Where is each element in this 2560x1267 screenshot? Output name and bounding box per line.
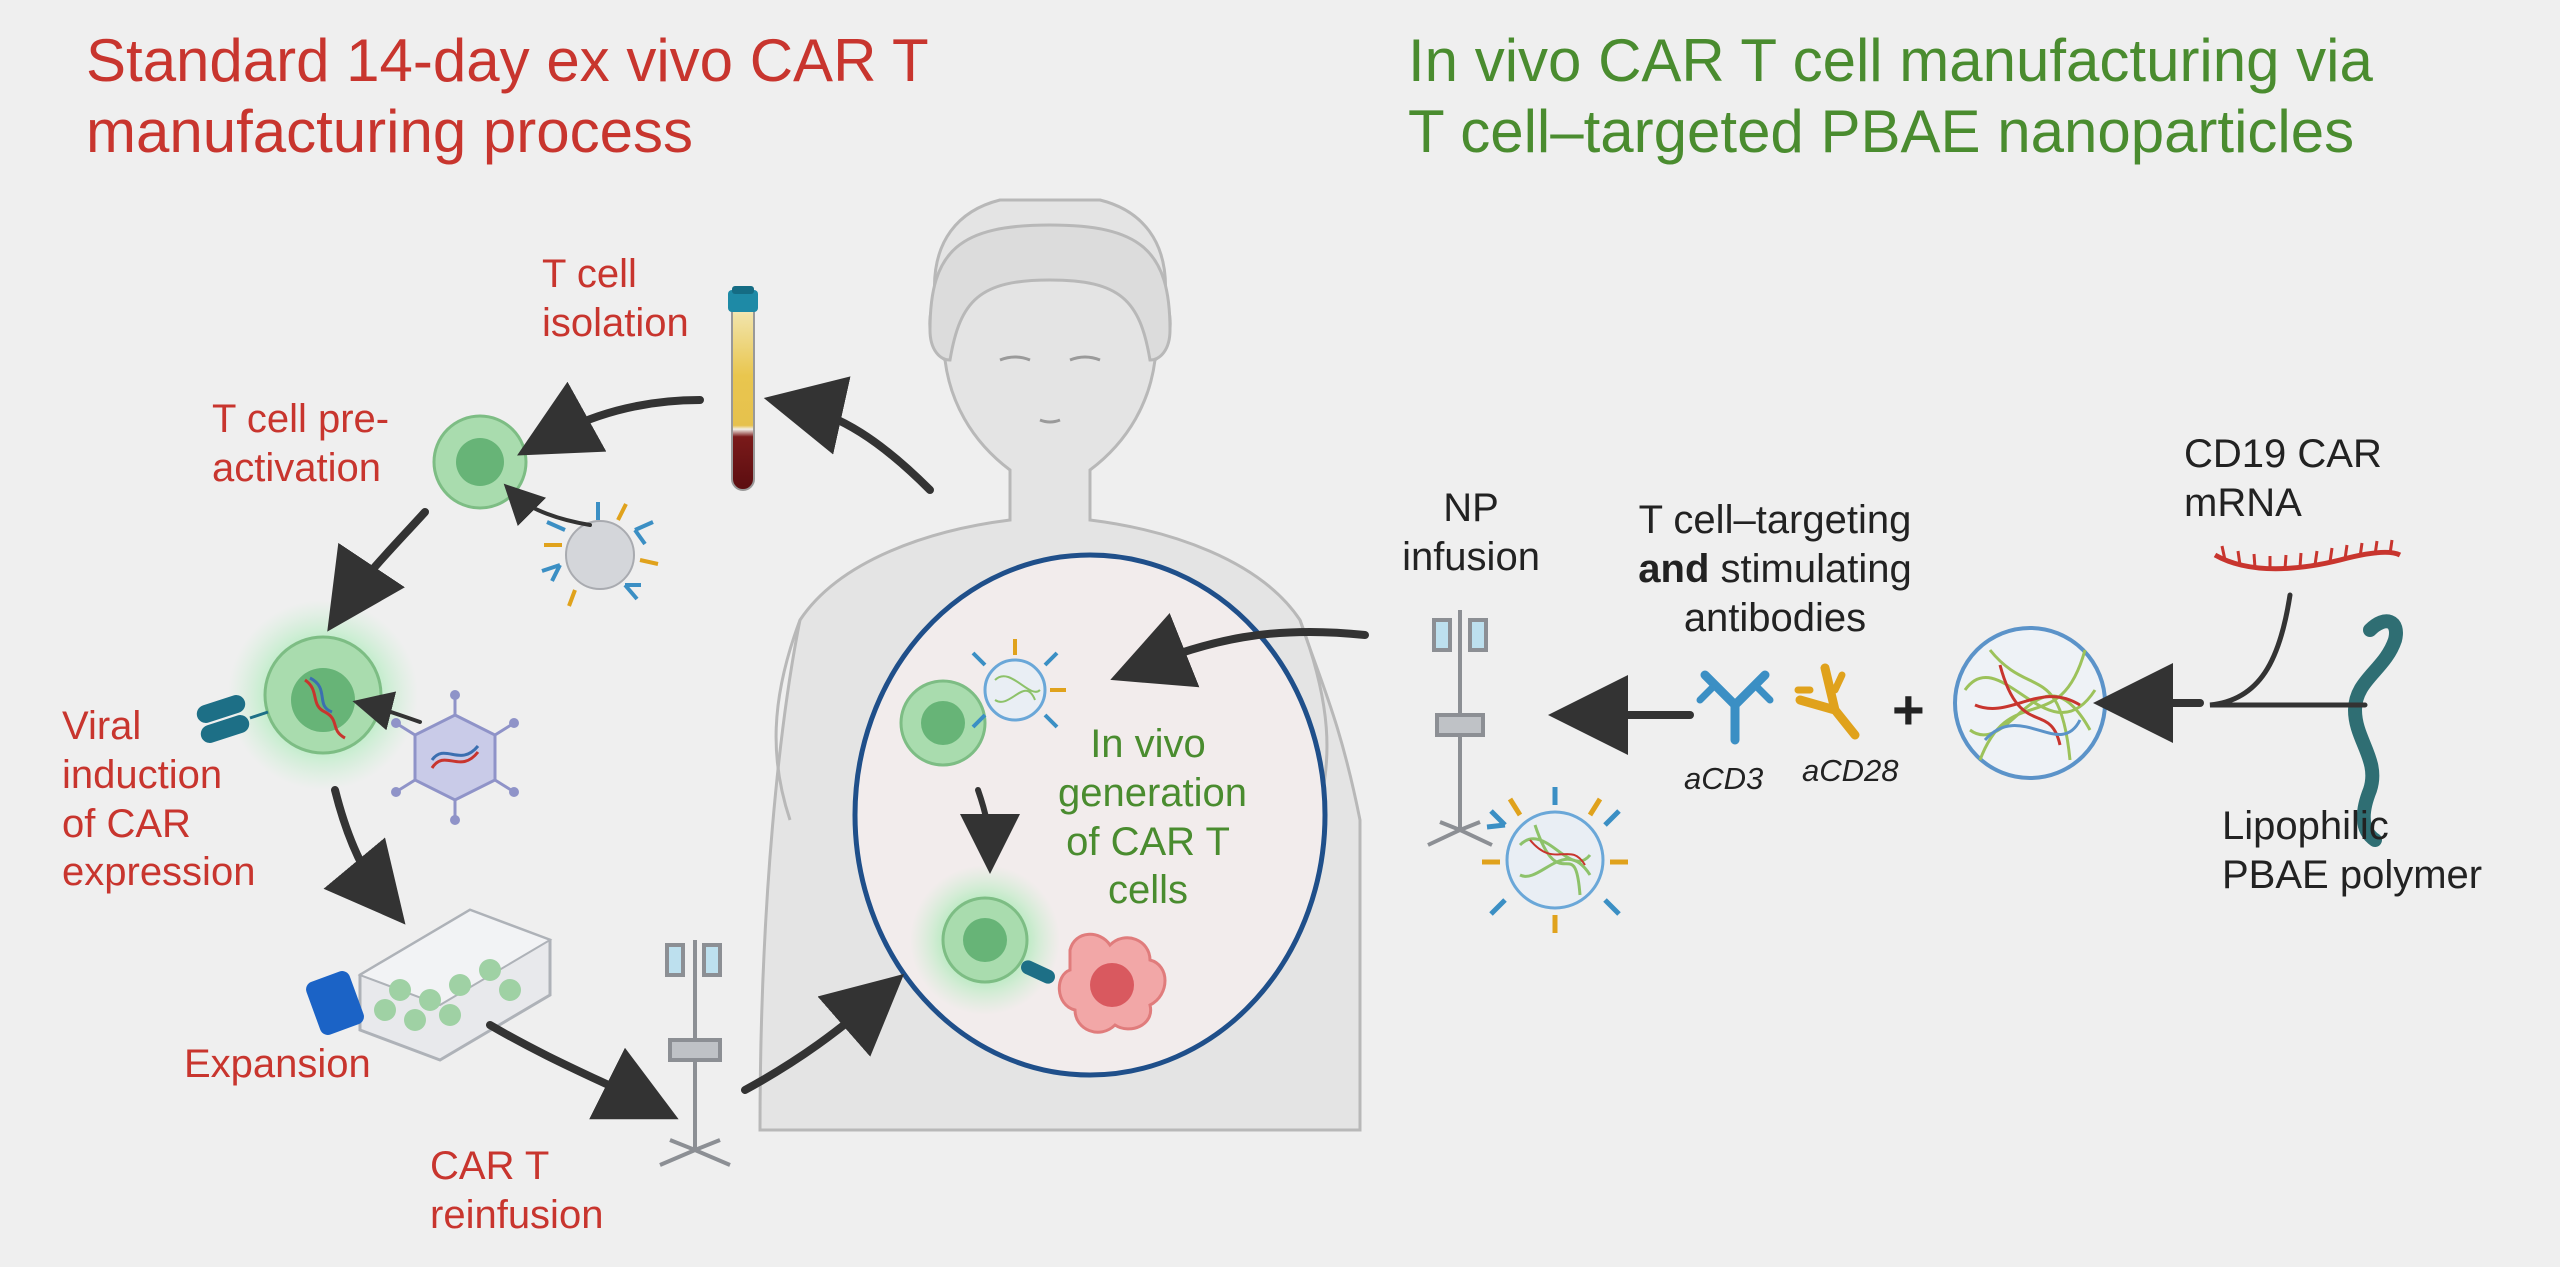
iv-stand-left-icon	[659, 940, 731, 1167]
pbae-nanoparticle-icon	[1953, 626, 2107, 780]
step-preactivation-line1: T cell pre-	[212, 397, 390, 441]
in-vivo-generation-label: In vivo generation of CAR T cells	[1058, 720, 1248, 915]
step-viral-line4: expression	[62, 850, 256, 895]
left-title-line2: manufacturing process	[86, 97, 693, 165]
oval-t-cell-icon	[899, 679, 987, 767]
right-title: In vivo CAR T cell manufacturing via T c…	[1408, 26, 2373, 168]
step-preactivation-line2: activation	[212, 445, 381, 490]
antibodies-label: T cell–targeting and stimulating antibod…	[1600, 496, 1950, 642]
car-mrna-icon	[2213, 539, 2402, 572]
antibodies-line3: antibodies	[1683, 595, 1867, 640]
process-arrows	[323, 376, 2368, 1120]
step-isolation-line2: isolation	[542, 300, 689, 345]
left-title: Standard 14-day ex vivo CAR T manufactur…	[86, 26, 929, 168]
t-cell-icon	[432, 414, 528, 510]
plus-sign: +	[1892, 678, 1925, 741]
pbae-polymer-icon	[2347, 614, 2403, 847]
step-viral-line3: of CAR	[62, 801, 191, 846]
acd3-label: aCD3	[1684, 761, 1764, 796]
tumor-cell-icon	[1057, 932, 1167, 1034]
step-reinfusion-line2: reinfusion	[430, 1192, 604, 1237]
antibodies-bold-word: and	[1638, 546, 1710, 591]
np-infusion-line2: infusion	[1402, 534, 1540, 579]
car-t-cell-icon	[910, 865, 1060, 1015]
np-infusion-label: NP infusion	[1386, 484, 1556, 582]
in-vivo-line4: cells	[1107, 868, 1189, 913]
step-expansion: Expansion	[184, 1042, 371, 1086]
lentivirus-icon	[391, 690, 519, 825]
transduced-cell-icon	[228, 600, 418, 790]
car-mrna-label: CD19 CAR mRNA	[2184, 430, 2382, 528]
step-isolation-line1: T cell	[542, 252, 637, 296]
left-title-line1: Standard 14-day ex vivo CAR T	[86, 27, 929, 94]
antibodies-line1: T cell–targeting	[1638, 498, 1912, 542]
pbae-polymer-line1: Lipophilic	[2222, 804, 2389, 848]
step-viral-line1: Viral	[62, 704, 142, 748]
right-title-line2: T cell–targeted PBAE nanoparticles	[1408, 97, 2355, 165]
car-mrna-line2: mRNA	[2184, 480, 2302, 525]
iv-stand-right-icon	[1427, 610, 1493, 847]
pbae-polymer-label: Lipophilic PBAE polymer	[2222, 802, 2482, 900]
in-vivo-line2: generation	[1058, 770, 1248, 815]
culture-flask-icon	[306, 908, 553, 1062]
acd3-antibody-icon	[1696, 670, 1774, 745]
antibodies-line2-rest: stimulating	[1709, 546, 1912, 591]
antibodies-line2: and stimulating	[1600, 545, 1950, 594]
car-receptor-icon	[196, 695, 269, 743]
right-title-line1: In vivo CAR T cell manufacturing via	[1408, 27, 2373, 94]
targeted-nanoparticle-icon	[1482, 787, 1628, 933]
acd28-label: aCD28	[1802, 753, 1899, 788]
step-isolation: T cell isolation	[542, 250, 689, 348]
car-mrna-line1: CD19 CAR	[2184, 432, 2382, 476]
blood-tube-icon	[728, 286, 758, 491]
antigen-presenting-bead-icon	[541, 502, 659, 607]
oval-nanoparticle-icon	[971, 639, 1066, 729]
step-reinfusion: CAR T reinfusion	[430, 1142, 603, 1240]
pbae-polymer-line2: PBAE polymer	[2222, 852, 2483, 897]
in-vivo-line1: In vivo	[1090, 722, 1206, 766]
step-preactivation: T cell pre- activation	[212, 395, 389, 493]
acd28-antibody-icon	[1794, 663, 1860, 740]
in-vivo-line3: of CAR T	[1066, 819, 1230, 864]
step-reinfusion-line1: CAR T	[430, 1144, 550, 1188]
np-infusion-line1: NP	[1443, 486, 1499, 530]
step-viral-induction: Viral induction of CAR expression	[62, 702, 255, 897]
step-viral-line2: induction	[62, 752, 223, 797]
